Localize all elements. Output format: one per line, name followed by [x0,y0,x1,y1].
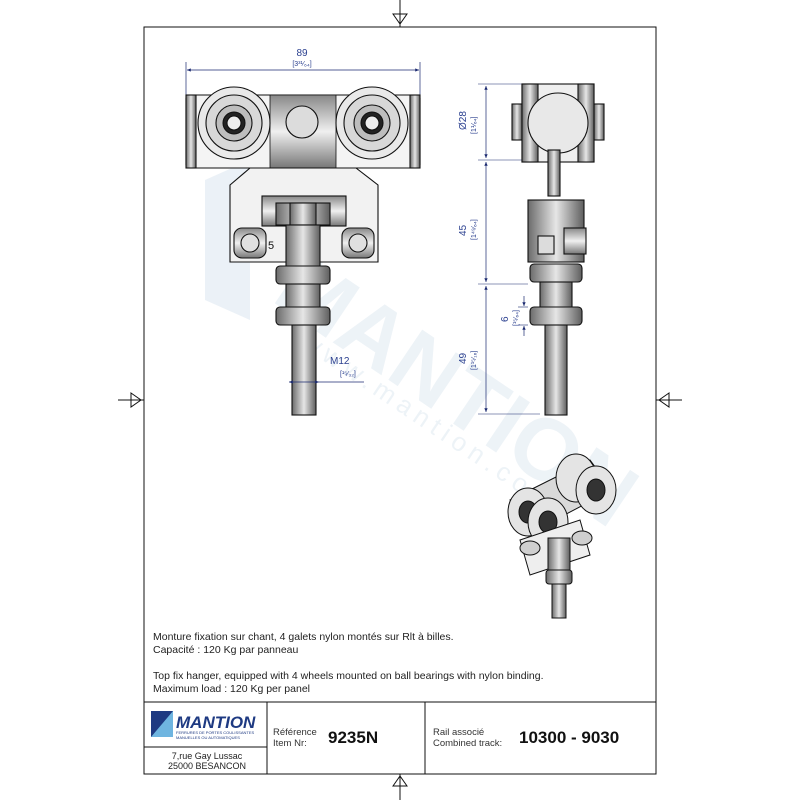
description-fr: Monture fixation sur chant, 4 galets nyl… [153,631,454,657]
logo-tagline-2: MANUELLES OU AUTOMATIQUES [176,735,240,740]
dim-width-imperial: [3³¹⁄₆₄] [292,61,311,68]
isometric-view [507,453,617,619]
dim-nut-height-imperial: [¹⁵⁄₆₄] [513,310,520,326]
dim-thread-imperial: [¹⁵⁄₃₂] [340,371,356,378]
dim-bracket-height-value: 45 [458,224,469,236]
description-fr-line-1: Monture fixation sur chant, 4 galets nyl… [153,631,454,643]
logo-tagline-1: FERRURES DE PORTES COULISSANTES [176,730,254,735]
front-view [185,62,421,416]
dim-stud-length-value: 49 [458,352,469,364]
mantion-logo: MANTION FERRURES DE PORTES COULISSANTES … [151,711,256,740]
dim-wheel-diameter-imperial: [1⅟₆₄] [471,117,478,134]
description-en-line-1: Top fix hanger, equipped with 4 wheels m… [153,670,544,682]
rail-value: 10300 - 9030 [519,728,620,747]
dim-bracket-height-imperial: [1⁴⁹⁄₆₄] [471,219,478,240]
description-fr-line-2: Capacité : 120 Kg par panneau [153,644,299,656]
dim-width-value: 89 [296,48,308,59]
reference-label-en: Item Nr: [273,738,307,749]
rail-label-fr: Rail associé [433,727,485,738]
reference-label: Référence Item Nr: [273,727,317,749]
address-line-1: 7,rue Gay Lussac [171,751,243,761]
rail-label: Rail associé Combined track: [433,727,502,749]
dim-nut-height-value: 6 [500,316,511,322]
description-en: Top fix hanger, equipped with 4 wheels m… [153,670,544,696]
logo-brand: MANTION [176,713,256,732]
rail-label-en: Combined track: [433,738,503,749]
title-block-lines [144,701,656,774]
address-line-2: 25000 BESANCON [167,761,247,771]
dim-wheel-diameter-value: Ø28 [458,111,469,130]
dim-stud-length-imperial: [1¹⁵⁄₁₆] [471,351,478,370]
reference-label-fr: Référence [273,727,317,738]
side-view [478,83,605,416]
description-en-line-2: Maximum load : 120 Kg per panel [153,683,311,695]
reference-value: 9235N [328,728,379,747]
dim-thread-value: M12 [330,356,350,367]
centering-marks [118,0,682,800]
wrench-size-mark: 5 [268,240,274,252]
